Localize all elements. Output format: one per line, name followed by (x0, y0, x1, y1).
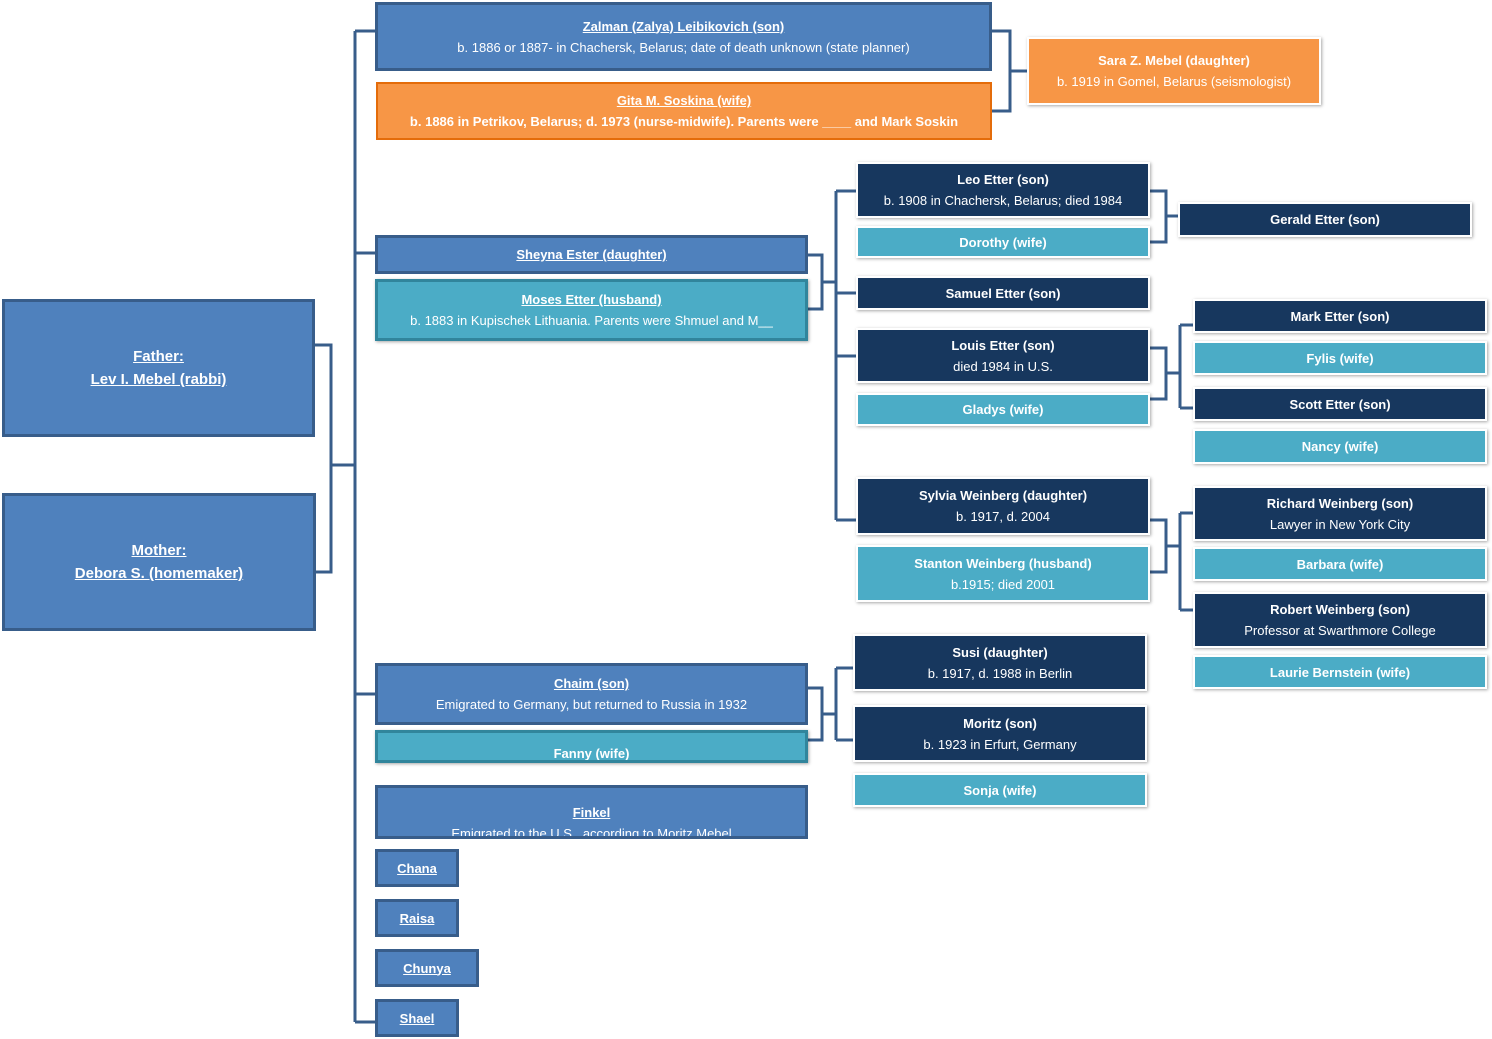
sara-name: Sara Z. Mebel (daughter) (1098, 53, 1250, 68)
stanton-box[interactable]: Stanton Weinberg (husband) b.1915; died … (856, 545, 1150, 602)
sylvia-box[interactable]: Sylvia Weinberg (daughter) b. 1917, d. 2… (856, 477, 1150, 535)
stanton-name: Stanton Weinberg (husband) (914, 555, 1092, 571)
richard-name: Richard Weinberg (son) (1266, 495, 1414, 511)
shael-box[interactable]: Shael (375, 999, 459, 1037)
raisa-name: Raisa (399, 910, 435, 926)
moritz-desc: b. 1923 in Erfurt, Germany (923, 736, 1077, 752)
connector-leo-couple (1150, 189, 1168, 244)
robert-box[interactable]: Robert Weinberg (son) Professor at Swart… (1193, 592, 1487, 648)
fanny-box[interactable]: Fanny (wife) (375, 730, 808, 763)
finkel-name: Finkel (572, 805, 611, 820)
mark-name: Mark Etter (son) (1290, 308, 1390, 324)
gladys-name: Gladys (wife) (962, 402, 1044, 417)
gerald-box[interactable]: Gerald Etter (son) (1178, 202, 1472, 237)
finkel-box[interactable]: Finkel Emigrated to the U.S., according … (375, 785, 808, 839)
leo-name: Leo Etter (son) (957, 172, 1049, 187)
chaim-desc: Emigrated to Germany, but returned to Ru… (435, 697, 748, 712)
robert-desc: Professor at Swarthmore College (1244, 623, 1436, 638)
dorothy-name: Dorothy (wife) (959, 234, 1047, 250)
leo-box[interactable]: Leo Etter (son) b. 1908 in Chachersk, Be… (856, 162, 1150, 218)
barbara-box[interactable]: Barbara (wife) (1193, 547, 1487, 581)
laurie-name: Laurie Bernstein (wife) (1269, 664, 1411, 680)
connector-zalman-couple (990, 29, 1012, 113)
samuel-name: Samuel Etter (son) (945, 285, 1061, 301)
mother-label: Mother: (131, 542, 187, 559)
moses-box[interactable]: Moses Etter (husband) b. 1883 in Kupisch… (375, 279, 808, 341)
father-label: Father: (133, 348, 184, 365)
sonja-name: Sonja (wife) (963, 782, 1037, 798)
shael-name: Shael (399, 1010, 435, 1026)
gladys-box[interactable]: Gladys (wife) (856, 393, 1150, 426)
father-name: Lev I. Mebel (rabbi) (90, 371, 227, 388)
chunya-name: Chunya (403, 960, 451, 976)
nancy-name: Nancy (wife) (1301, 439, 1379, 454)
chana-name: Chana (397, 860, 437, 876)
moses-desc: b. 1883 in Kupischek Lithuania. Parents … (410, 313, 773, 328)
moses-name: Moses Etter (husband) (521, 292, 662, 307)
sheyna-name: Sheyna Ester (daughter) (516, 247, 667, 262)
sonja-box[interactable]: Sonja (wife) (853, 773, 1147, 807)
scott-name: Scott Etter (son) (1289, 396, 1391, 412)
gerald-name: Gerald Etter (son) (1270, 212, 1380, 227)
mark-box[interactable]: Mark Etter (son) (1193, 299, 1487, 333)
louis-box[interactable]: Louis Etter (son) died 1984 in U.S. (856, 328, 1150, 383)
richard-box[interactable]: Richard Weinberg (son) Lawyer in New Yor… (1193, 486, 1487, 541)
sylvia-name: Sylvia Weinberg (daughter) (918, 488, 1088, 503)
susi-desc: b. 1917, d. 1988 in Berlin (927, 665, 1073, 681)
gita-desc: b. 1886 in Petrikov, Belarus; d. 1973 (n… (409, 114, 959, 129)
sheyna-box[interactable]: Sheyna Ester (daughter) (375, 235, 808, 274)
connector-father (314, 343, 355, 467)
fanny-name: Fanny (wife) (553, 746, 630, 761)
connector-chaim-couple (806, 686, 824, 742)
leo-desc: b. 1908 in Chachersk, Belarus; died 1984 (883, 193, 1123, 208)
laurie-box[interactable]: Laurie Bernstein (wife) (1193, 655, 1487, 689)
connector-louis-couple (1150, 346, 1168, 401)
sylvia-desc: b. 1917, d. 2004 (956, 509, 1050, 524)
zalman-desc: b. 1886 or 1887- in Chachersk, Belarus; … (457, 39, 910, 55)
chaim-name: Chaim (son) (553, 676, 630, 691)
susi-name: Susi (daughter) (952, 644, 1048, 660)
dorothy-box[interactable]: Dorothy (wife) (856, 226, 1150, 258)
mother-name: Debora S. (homemaker) (74, 565, 244, 582)
connector-mother (315, 465, 333, 574)
mother-box[interactable]: Mother: Debora S. (homemaker) (2, 493, 316, 631)
connector-sylvia-couple (1150, 518, 1168, 574)
zalman-name: Zalman (Zalya) Leibikovich (son) (582, 18, 785, 34)
fylis-name: Fylis (wife) (1306, 350, 1374, 366)
zalman-box[interactable]: Zalman (Zalya) Leibikovich (son) b. 1886… (375, 2, 992, 71)
gita-box[interactable]: Gita M. Soskina (wife) b. 1886 in Petrik… (376, 82, 992, 140)
samuel-box[interactable]: Samuel Etter (son) (856, 276, 1150, 310)
finkel-desc: Emigrated to the U.S., according to Mori… (451, 826, 732, 839)
father-box[interactable]: Father: Lev I. Mebel (rabbi) (2, 299, 315, 437)
raisa-box[interactable]: Raisa (375, 899, 459, 937)
sara-desc: b. 1919 in Gomel, Belarus (seismologist) (1056, 74, 1292, 89)
moritz-name: Moritz (son) (963, 715, 1037, 731)
robert-name: Robert Weinberg (son) (1270, 602, 1410, 617)
chunya-box[interactable]: Chunya (375, 949, 479, 987)
richard-desc: Lawyer in New York City (1269, 516, 1411, 532)
moritz-box[interactable]: Moritz (son) b. 1923 in Erfurt, Germany (853, 705, 1147, 762)
barbara-name: Barbara (wife) (1296, 556, 1384, 572)
chana-box[interactable]: Chana (375, 849, 459, 887)
chaim-box[interactable]: Chaim (son) Emigrated to Germany, but re… (375, 663, 808, 725)
scott-box[interactable]: Scott Etter (son) (1193, 387, 1487, 421)
stanton-desc: b.1915; died 2001 (950, 576, 1056, 592)
susi-box[interactable]: Susi (daughter) b. 1917, d. 1988 in Berl… (853, 634, 1147, 691)
nancy-box[interactable]: Nancy (wife) (1193, 429, 1487, 464)
sara-box[interactable]: Sara Z. Mebel (daughter) b. 1919 in Gome… (1027, 37, 1321, 105)
fylis-box[interactable]: Fylis (wife) (1193, 341, 1487, 375)
louis-desc: died 1984 in U.S. (953, 358, 1053, 374)
gita-name: Gita M. Soskina (wife) (616, 93, 752, 108)
louis-name: Louis Etter (son) (951, 337, 1055, 353)
connector-sheyna-couple (806, 253, 824, 311)
